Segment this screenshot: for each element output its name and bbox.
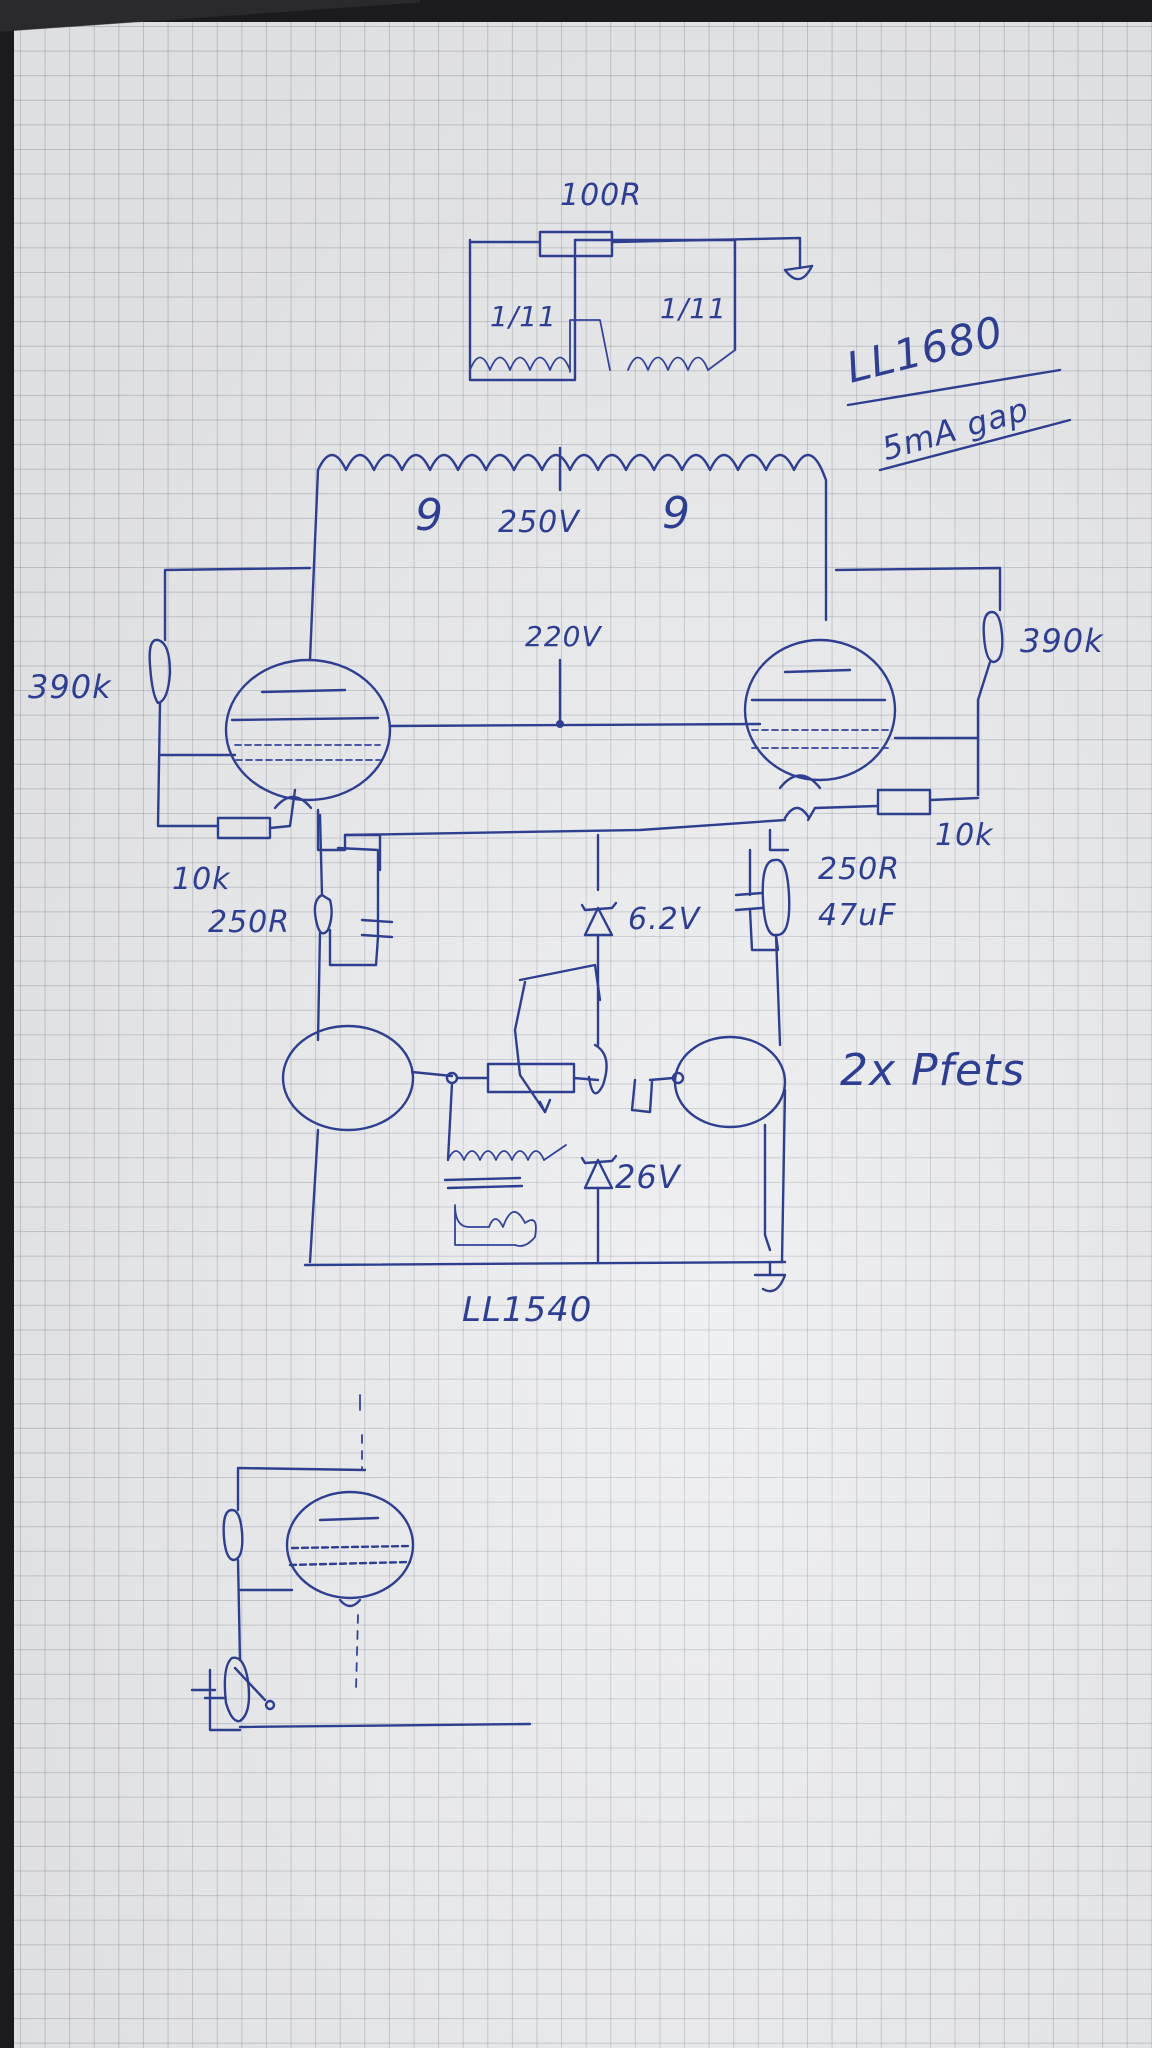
feedback-resistor-label: 100R <box>560 178 643 213</box>
resistor-250r-right-symbol <box>761 858 791 937</box>
graph-paper-sheet <box>14 22 1152 2048</box>
ground-bottom-symbol <box>753 1273 787 1293</box>
zener-bottom-label: 26V <box>615 1158 681 1196</box>
cathode-cap-right-label: 47uF <box>818 898 897 933</box>
feedback-loop <box>468 230 814 382</box>
divider-left-label: 10k <box>172 862 231 897</box>
resistor-250r-left-symbol <box>313 893 333 935</box>
resistor-10k-left-symbol <box>216 816 272 840</box>
cap-left-plate-a <box>360 918 394 924</box>
divider-right-label: 10k <box>935 818 994 853</box>
right-tube-wiring <box>734 566 1004 1047</box>
right-tube <box>743 638 897 790</box>
core-line-a <box>443 1176 522 1182</box>
pfet-right-symbol <box>673 1035 787 1129</box>
tube-left-envelope <box>224 658 392 802</box>
secondary-right-ratio-label: 1/11 <box>660 292 727 325</box>
zener-top-label: 6.2V <box>628 902 701 937</box>
grid-resistor-left-label: 390k <box>28 668 112 706</box>
resistor-390k-right-symbol <box>982 610 1004 664</box>
cap-right-plate-a <box>734 891 764 897</box>
cathode-resistor-right-label: 250R <box>818 852 901 887</box>
zener-6v2-symbol <box>583 906 614 937</box>
bias-network <box>443 963 602 1247</box>
tube-sketch-envelope <box>285 1490 415 1600</box>
primary-winding <box>316 453 824 472</box>
zener-26v-symbol <box>583 1158 614 1190</box>
resistor-sketch-symbol <box>222 1508 244 1562</box>
fet-right <box>630 1035 787 1264</box>
core-line-b <box>446 1184 524 1190</box>
plate-winding-right-label: 9 <box>662 488 691 539</box>
sketch-small-tube <box>190 1394 532 1732</box>
plate-winding-left-label: 9 <box>415 490 444 541</box>
cap-right-plate-b <box>734 906 764 912</box>
potentiometer-sketch-symbol <box>223 1656 251 1723</box>
resistor-100r-symbol <box>538 230 614 258</box>
cathode-resistor-left-label: 250R <box>208 905 291 940</box>
fet-left <box>281 1024 459 1264</box>
input-secondary-winding <box>447 1150 545 1161</box>
left-tube <box>224 658 392 810</box>
ground-top-symbol <box>783 264 814 272</box>
fet-note-label: 2x Pfets <box>840 1045 1026 1096</box>
cap-left-plate-b <box>360 933 394 939</box>
grid-resistor-right-label: 390k <box>1020 622 1104 660</box>
resistor-10k-right-symbol <box>876 788 932 816</box>
secondary-winding-left <box>469 356 571 371</box>
input-transformer-label: LL1540 <box>462 1290 593 1330</box>
plate-voltage-label: 250V <box>498 505 580 540</box>
zener-stack <box>580 833 618 1264</box>
paper-fold-shadow <box>0 0 420 60</box>
secondary-winding-right <box>627 356 709 371</box>
tube-right-envelope <box>743 638 897 782</box>
pfet-left-symbol <box>281 1024 415 1132</box>
screen-bus <box>388 722 762 728</box>
secondary-left-ratio-label: 1/11 <box>490 300 557 333</box>
screen-voltage-label: 220V <box>525 620 602 653</box>
input-primary-winding <box>454 1204 537 1247</box>
resistor-390k-left-symbol <box>148 638 172 705</box>
ground-rail <box>303 1260 787 1293</box>
left-tube-wiring <box>148 566 787 1042</box>
potentiometer-symbol <box>486 1062 576 1094</box>
cathode-bus <box>343 818 787 837</box>
output-transformer <box>308 368 1072 662</box>
